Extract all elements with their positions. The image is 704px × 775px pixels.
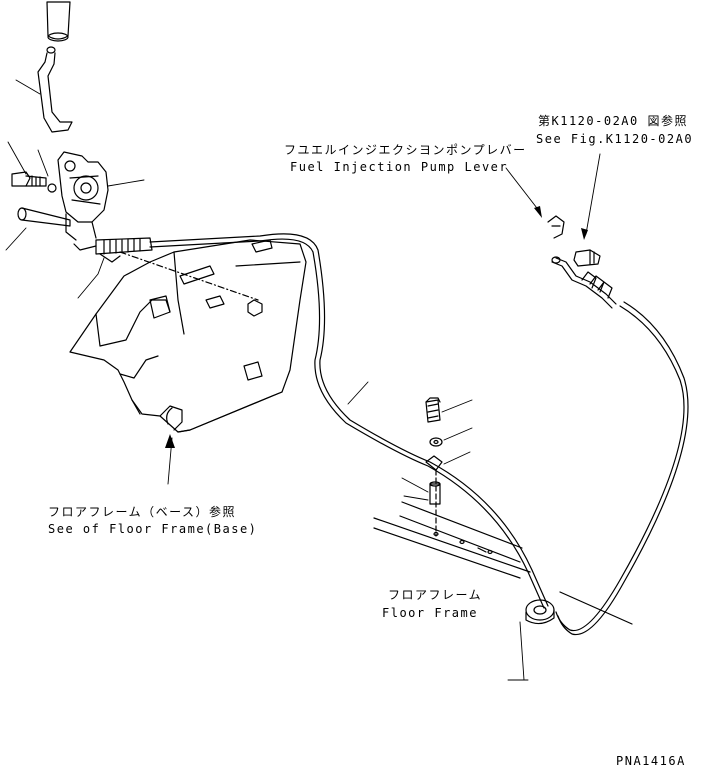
clamp-bolt	[425, 397, 441, 423]
throttle-knob	[46, 1, 71, 42]
floor-frame	[373, 501, 633, 625]
washer	[429, 437, 443, 447]
drawing-number: PNA1416A	[616, 754, 686, 768]
pump-lever-end	[547, 215, 617, 309]
control-cable	[149, 233, 689, 636]
cable-clamp	[425, 455, 443, 471]
floor-base-label-jp: フロアフレーム（ベース）参照	[48, 505, 237, 519]
bolt-pump-lever	[573, 249, 601, 267]
arrowheads	[165, 206, 588, 448]
pump-lever-label-en: Fuel Injection Pump Lever	[290, 160, 509, 174]
clevis-pin	[17, 207, 71, 227]
center-line	[119, 251, 259, 301]
throttle-lever	[37, 46, 73, 133]
floor-frame-base	[69, 239, 307, 433]
floor-base-label-en: See of Floor Frame(Base)	[48, 522, 258, 536]
pump-lever-label-jp: フユエルインジエクシヨンポンプレバー	[284, 143, 527, 157]
leader-lines	[5, 79, 601, 681]
fig-ref-label-en: See Fig.K1120-02A0	[536, 132, 694, 146]
spacer-collar	[429, 481, 441, 505]
fig-ref-label-jp: 第K1120-02A0 図参照	[538, 114, 688, 128]
floor-frame-label-en: Floor Frame	[382, 606, 478, 620]
grommet	[525, 599, 555, 625]
cable-end-fitting-lever	[73, 237, 153, 263]
floor-frame-label-jp: フロアフレーム	[388, 588, 483, 602]
bolt-upper	[11, 171, 47, 187]
lever-bracket-assembly	[47, 151, 109, 241]
